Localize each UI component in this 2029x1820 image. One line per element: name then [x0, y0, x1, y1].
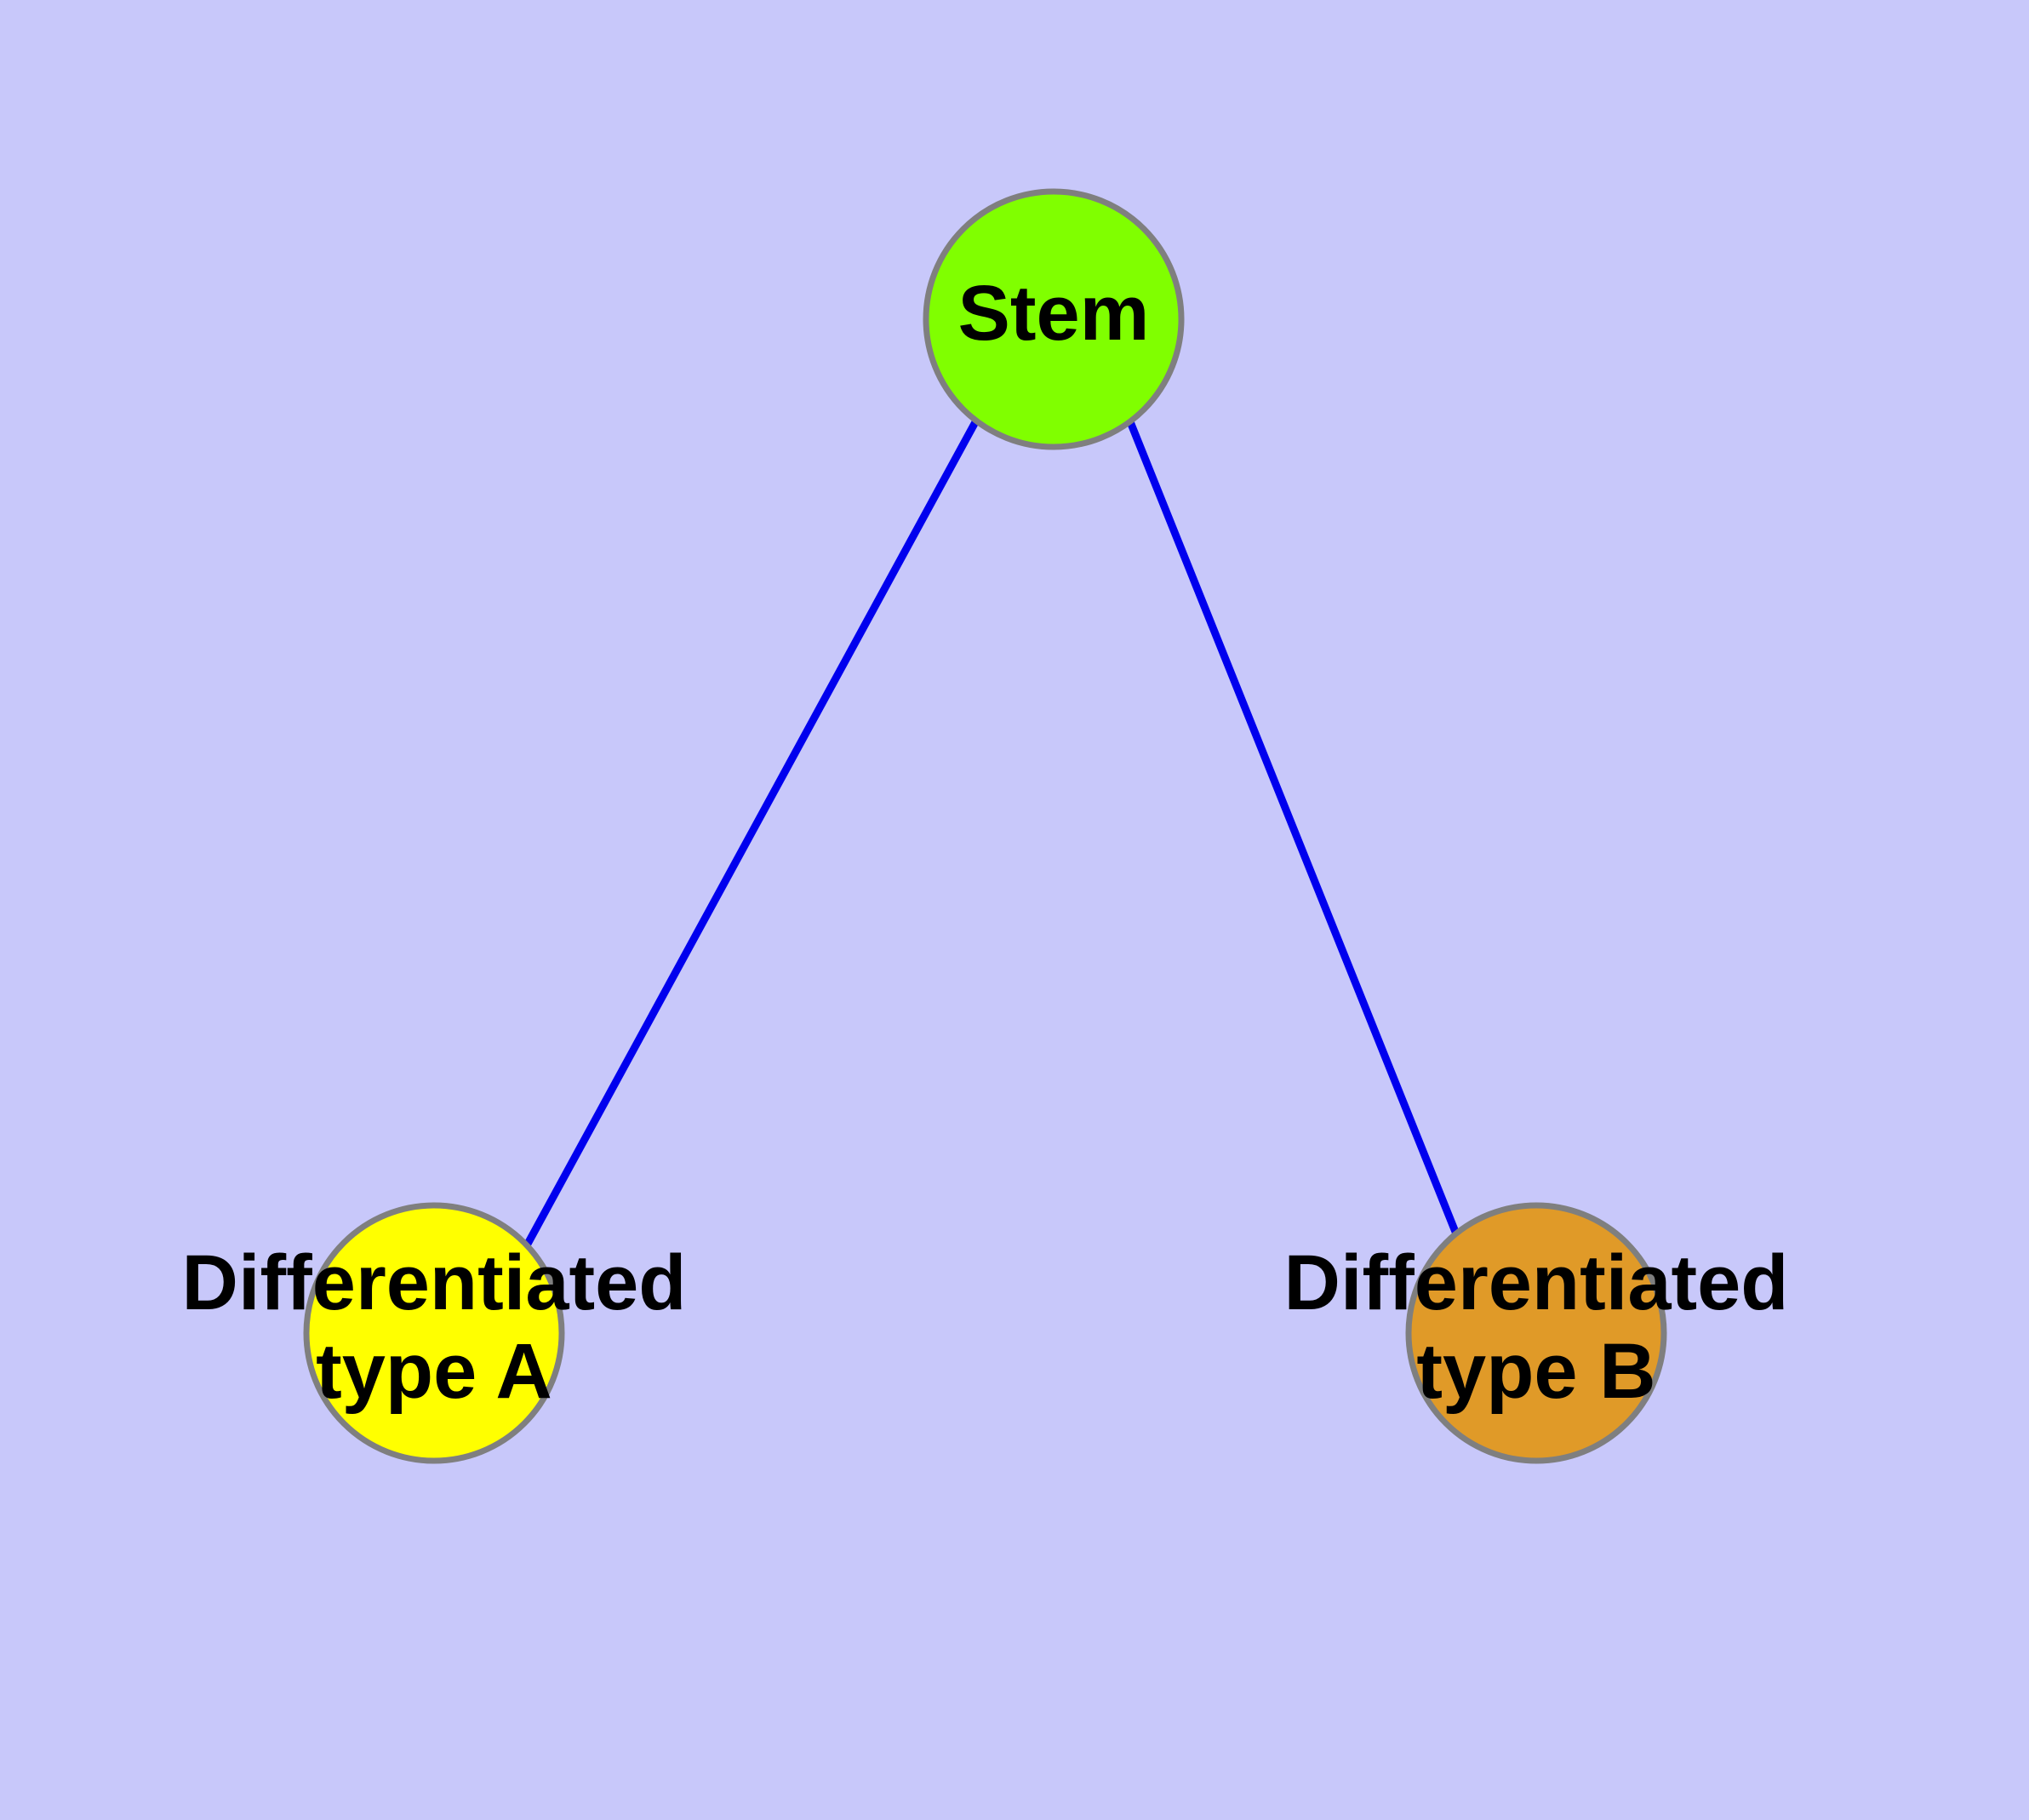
- edge-layer: [523, 418, 1461, 1248]
- graph-node-diff_a[interactable]: [303, 1202, 565, 1464]
- graph-edge-stem-to-b[interactable]: [1125, 418, 1461, 1238]
- graph-node-label-stem: Stem: [958, 270, 1150, 357]
- graph-node-label-line: type A: [316, 1328, 552, 1415]
- graph-edge-stem-to-a[interactable]: [523, 418, 980, 1248]
- graph-node-label-line: Differentiated: [182, 1239, 687, 1326]
- graph-node-label-line: Stem: [958, 270, 1150, 357]
- node-layer: [303, 188, 1667, 1464]
- graph-node-diff_b[interactable]: [1405, 1202, 1667, 1464]
- graph-node-stem[interactable]: [923, 188, 1185, 450]
- graph-node-label-line: Differentiated: [1284, 1239, 1789, 1326]
- graph-node-label-line: type B: [1416, 1328, 1655, 1415]
